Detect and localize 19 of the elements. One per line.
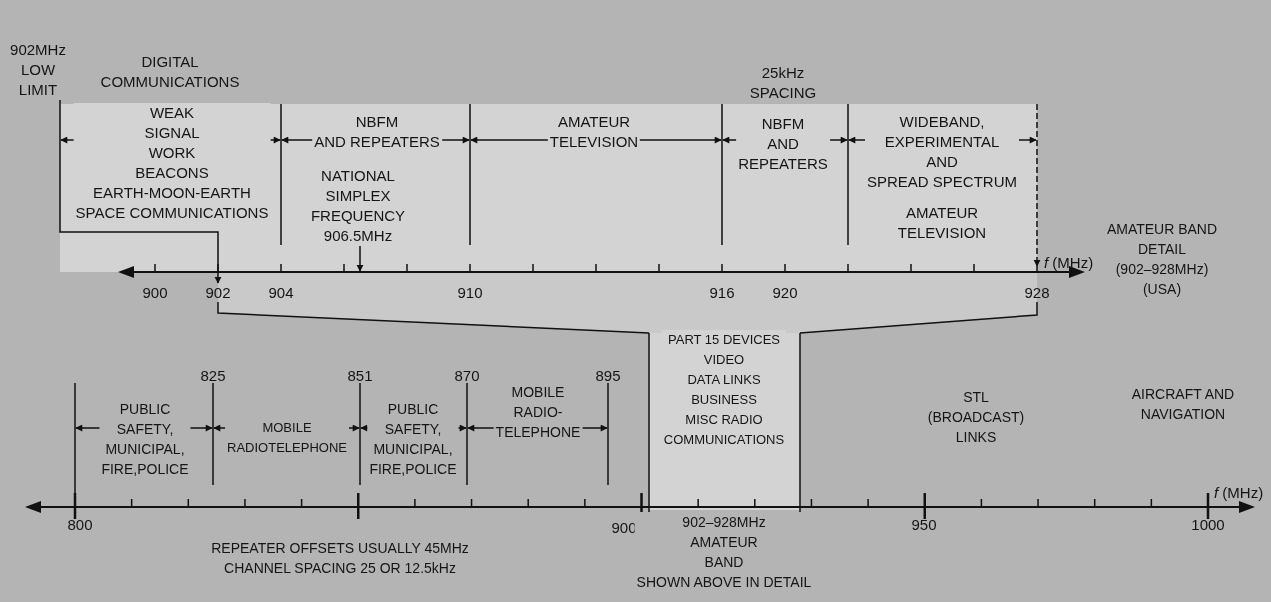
tick-label: 900: [141, 283, 169, 303]
tick-label: 800: [66, 515, 94, 535]
tick-label: 902: [203, 283, 233, 303]
tick-label: 928: [1023, 283, 1051, 303]
tick-label: 851: [346, 366, 374, 386]
tick-label: 916: [708, 283, 736, 303]
tick-label: 910: [456, 283, 484, 303]
axis-unit-label: f (MHz): [1043, 253, 1095, 273]
tick-label: 950: [910, 515, 938, 535]
tick-label: 895: [594, 366, 622, 386]
axis-unit-label: f (MHz): [1213, 483, 1265, 503]
leader-line: [1033, 103, 1041, 267]
tick-label: 825: [199, 366, 227, 386]
leader-line: [59, 99, 222, 284]
tick-label: 870: [453, 366, 481, 386]
leader-line: [356, 245, 364, 272]
tick-label: 904: [267, 283, 295, 303]
tick-label: 920: [771, 283, 799, 303]
tick-label: 1000: [1190, 515, 1226, 535]
